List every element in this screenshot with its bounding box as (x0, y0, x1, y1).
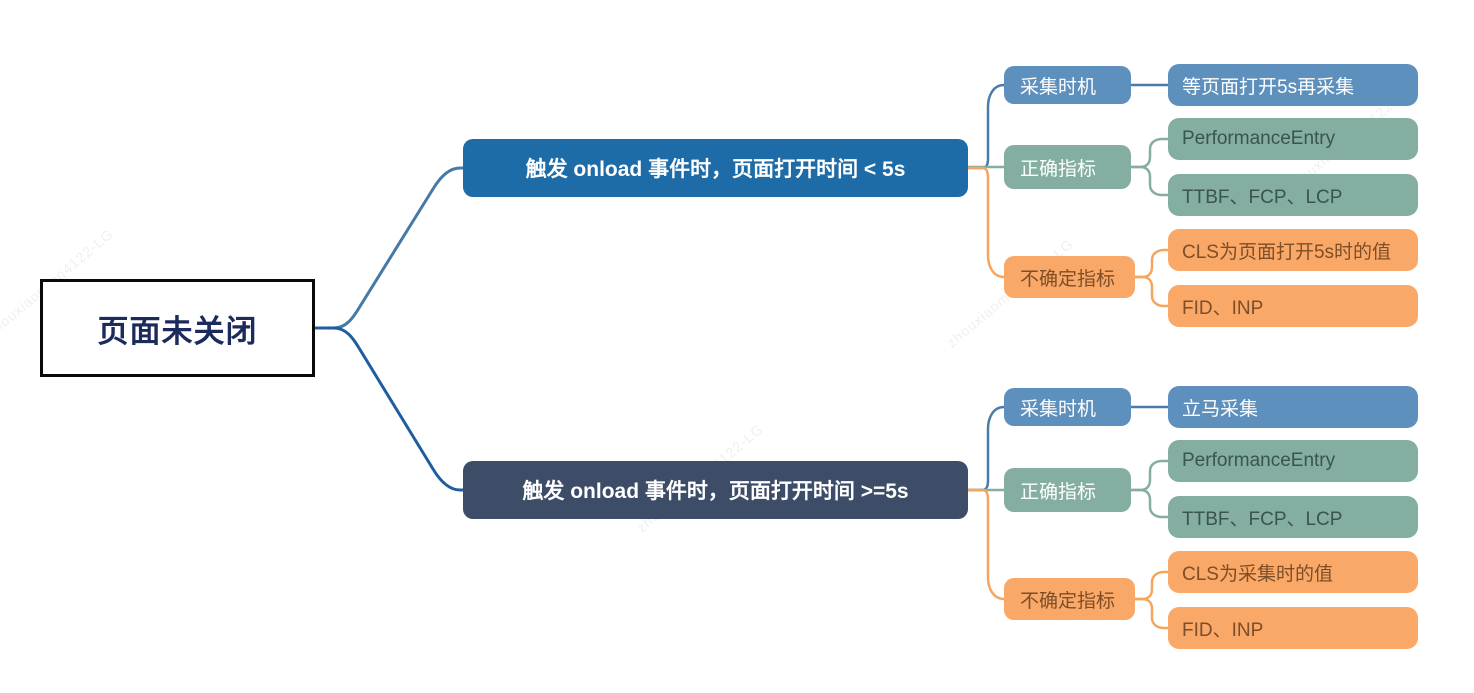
child-node-correct-metrics[interactable]: 正确指标 (1004, 468, 1131, 512)
connector-leaf (1133, 570, 1170, 601)
child-node-collect-timing[interactable]: 采集时机 (1004, 66, 1131, 104)
leaf-node[interactable]: PerformanceEntry (1168, 440, 1418, 482)
connector-leaf (1129, 459, 1170, 492)
connector-branch1-child3 (966, 166, 1006, 279)
root-node[interactable]: 页面未关闭 (40, 279, 315, 377)
connector-root-branch2 (313, 326, 465, 492)
connector-leaf (1133, 597, 1170, 630)
leaf-node[interactable]: CLS为页面打开5s时的值 (1168, 229, 1418, 271)
child-node-collect-timing[interactable]: 采集时机 (1004, 388, 1131, 426)
connector-leaf (1133, 248, 1170, 279)
connector-branch1-child1 (966, 83, 1006, 170)
child-node-uncertain-metrics[interactable]: 不确定指标 (1004, 578, 1135, 620)
leaf-node[interactable]: TTBF、FCP、LCP (1168, 496, 1418, 538)
leaf-node[interactable]: FID、INP (1168, 285, 1418, 327)
child-node-correct-metrics[interactable]: 正确指标 (1004, 145, 1131, 189)
leaf-node[interactable]: CLS为采集时的值 (1168, 551, 1418, 593)
connector-leaf (1133, 275, 1170, 308)
connector-leaf (1129, 488, 1170, 519)
connector-branch2-child3 (966, 488, 1006, 601)
leaf-node[interactable]: FID、INP (1168, 607, 1418, 649)
branch-node-onload-lt-5s[interactable]: 触发 onload 事件时，页面打开时间 < 5s (463, 139, 968, 197)
leaf-node[interactable]: TTBF、FCP、LCP (1168, 174, 1418, 216)
connector-leaf (1129, 165, 1170, 197)
leaf-node[interactable]: 等页面打开5s再采集 (1168, 64, 1418, 106)
connector-leaf (1129, 137, 1170, 169)
connector-root-branch1 (313, 166, 465, 330)
leaf-node[interactable]: 立马采集 (1168, 386, 1418, 428)
connector-branch2-child1 (966, 405, 1006, 492)
child-node-uncertain-metrics[interactable]: 不确定指标 (1004, 256, 1135, 298)
branch-node-onload-gte-5s[interactable]: 触发 onload 事件时，页面打开时间 >=5s (463, 461, 968, 519)
leaf-node[interactable]: PerformanceEntry (1168, 118, 1418, 160)
